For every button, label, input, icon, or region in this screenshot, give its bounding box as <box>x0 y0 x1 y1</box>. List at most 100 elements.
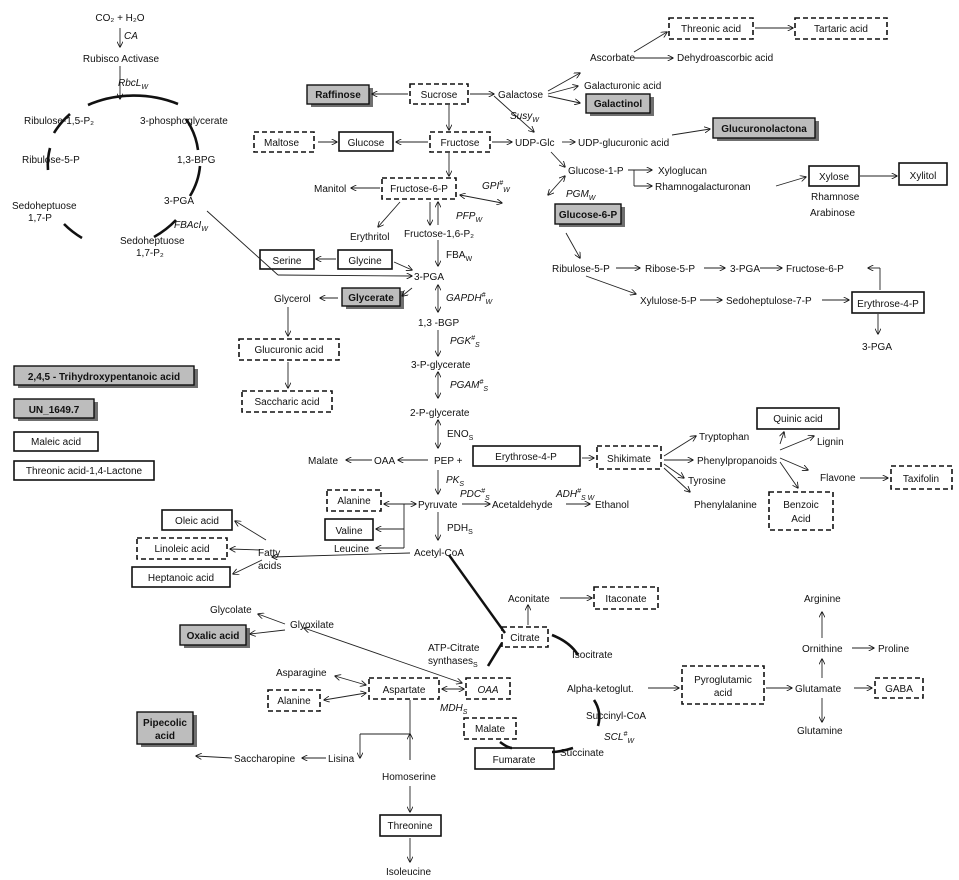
succinyl-coa-label: Succinyl-CoA <box>586 711 646 722</box>
pyruvate-label: Pyruvate <box>418 500 458 511</box>
ornithine-label: Ornithine <box>802 644 843 655</box>
fructose-6p-label: Fructose-6-P <box>390 184 448 195</box>
gaba-label: GABA <box>885 684 913 695</box>
ribulose-5p-left-label: Ribulose-5-P <box>22 155 80 166</box>
fructose-16p2-label: Fructose-1,6-P₂ <box>404 229 474 240</box>
scl-enzyme: SCL#W <box>604 731 635 745</box>
saccharic-acid-label: Saccharic acid <box>254 397 319 408</box>
pgam-enzyme: PGAM#S <box>450 379 488 393</box>
tyrosine-label: Tyrosine <box>688 476 726 487</box>
glyoxilate-label: Glyoxilate <box>290 620 334 631</box>
proline-label: Proline <box>878 644 910 655</box>
galactose-label: Galactose <box>498 90 543 101</box>
gpi-enzyme: GPI#W <box>482 180 511 194</box>
glycine-label: Glycine <box>348 256 382 267</box>
xylose-label: Xylose <box>819 172 849 183</box>
gapdh-enzyme: GAPDH#W <box>446 292 493 306</box>
rhamnose-label: Rhamnose <box>811 192 860 203</box>
galactinol-label: Galactinol <box>594 99 643 110</box>
pga-3-left-label: 3-PGA <box>164 196 194 207</box>
glucuronic-acid-label: Glucuronic acid <box>255 345 324 356</box>
un-1649-label: UN_1649.7 <box>29 405 80 416</box>
erythritol-label: Erythritol <box>350 232 389 243</box>
isocitrate-label: Isocitrate <box>572 650 613 661</box>
dehydroascorbic-acid-label: Dehydroascorbic acid <box>677 53 773 64</box>
benzoic-acid-label-a: Benzoic <box>783 500 819 511</box>
udp-glucuronic-acid-label: UDP-glucuronic acid <box>578 138 669 149</box>
manitol-label: Manitol <box>314 184 346 195</box>
adh-enzyme: ADH#S W <box>555 488 596 502</box>
fructose-label: Fructose <box>441 138 480 149</box>
ribose-5p-label: Ribose-5-P <box>645 264 695 275</box>
pipecolic-label-a: Pipecolic <box>143 718 187 729</box>
erythrose-4p-label: Erythrose-4-P <box>495 452 557 463</box>
labels: CO₂ + H₂O CA Rubisco Activase RbcLW Ribu… <box>12 13 939 878</box>
threonine-label: Threonine <box>387 821 432 832</box>
pga-3-bottom-right-label: 3-PGA <box>862 342 892 353</box>
rhamnogalacturonan-label: Rhamnogalacturonan <box>655 182 751 193</box>
pga-3-right-label: 3-PGA <box>730 264 760 275</box>
mdh-enzyme: MDHS <box>440 703 468 716</box>
sucrose-label: Sucrose <box>421 90 458 101</box>
rubisco-activase-label: Rubisco Activase <box>83 54 160 65</box>
taxifolin-label: Taxifolin <box>903 474 939 485</box>
susy-enzyme: SusyW <box>510 111 540 124</box>
pgk-enzyme: PGK#S <box>450 335 480 349</box>
lignin-label: Lignin <box>817 437 844 448</box>
glycerol-label: Glycerol <box>274 294 311 305</box>
pgm-enzyme: PGMW <box>566 189 597 202</box>
glutamate-label: Glutamate <box>795 684 842 695</box>
pga-3-mid-label: 3-PGA <box>414 272 444 283</box>
aspartate-label: Aspartate <box>383 685 426 696</box>
arrows <box>120 28 897 862</box>
ribulose-5p-label: Ribulose-5-P <box>552 264 610 275</box>
galacturonic-acid-label: Galacturonic acid <box>584 81 661 92</box>
heptanoic-acid-label: Heptanoic acid <box>148 573 214 584</box>
saccharopine-label: Saccharopine <box>234 754 296 765</box>
alanine-top-label: Alanine <box>337 496 371 507</box>
fumarate-label: Fumarate <box>493 755 536 766</box>
oaa-cycle-label: OAA <box>477 685 498 696</box>
phosphoglycerate-3-label: 3-phosphoglycerate <box>140 116 228 127</box>
p-glycerate-2-label: 2-P-glycerate <box>410 408 470 419</box>
glucose-1p-label: Glucose-1-P <box>568 166 624 177</box>
valine-label: Valine <box>335 526 362 537</box>
lisina-label: Lisina <box>328 754 355 765</box>
benzoic-acid-label-b: Acid <box>791 514 810 525</box>
erythrose-4p-right-label: Erythrose-4-P <box>857 299 919 310</box>
glutamine-label: Glutamine <box>797 726 843 737</box>
xylitol-label: Xylitol <box>910 171 937 182</box>
cycles <box>46 94 601 754</box>
linoleic-acid-label: Linoleic acid <box>154 544 209 555</box>
citrate-label: Citrate <box>510 633 540 644</box>
malate-top-label: Malate <box>308 456 338 467</box>
acetyl-coa-label: Acetyl-CoA <box>414 548 464 559</box>
pyroglutamic-label-b: acid <box>714 688 732 699</box>
quinic-acid-label: Quinic acid <box>773 414 822 425</box>
succinate-label: Succinate <box>560 748 604 759</box>
phenylalanine-label: Phenylalanine <box>694 500 757 511</box>
atp-citrate-label-b: synthasesS <box>428 656 478 669</box>
sedoheptuose-17p-label-b: 1,7-P <box>28 213 52 224</box>
phenylpropanoids-label: Phenylpropanoids <box>697 456 777 467</box>
glucose-6p-label: Glucose-6-P <box>559 210 618 221</box>
arginine-label: Arginine <box>804 594 841 605</box>
aconitate-label: Aconitate <box>508 594 550 605</box>
sedoheptuose-17p2-label-b: 1,7-P₂ <box>136 248 164 259</box>
oxalic-acid-label: Oxalic acid <box>187 631 240 642</box>
flavone-label: Flavone <box>820 473 856 484</box>
co2-h2o-label: CO₂ + H₂O <box>95 13 144 24</box>
pdh-enzyme: PDHS <box>447 523 473 536</box>
pyroglutamic-label-a: Pyroglutamic <box>694 675 752 686</box>
itaconate-label: Itaconate <box>605 594 647 605</box>
ca-enzyme: CA <box>124 31 138 42</box>
ascorbate-label: Ascorbate <box>590 53 635 64</box>
sedoheptulose-7p-label: Sedoheptulose-7-P <box>726 296 812 307</box>
bpg-13-label: 1,3-BPG <box>177 155 216 166</box>
malate-cycle-label: Malate <box>475 724 505 735</box>
trihydroxypentanoic-label: 2,4,5 - Trihydroxypentanoic acid <box>28 372 180 383</box>
fatty-acids-label-a: Fatty <box>258 548 280 559</box>
isoleucine-label: Isoleucine <box>386 867 431 878</box>
